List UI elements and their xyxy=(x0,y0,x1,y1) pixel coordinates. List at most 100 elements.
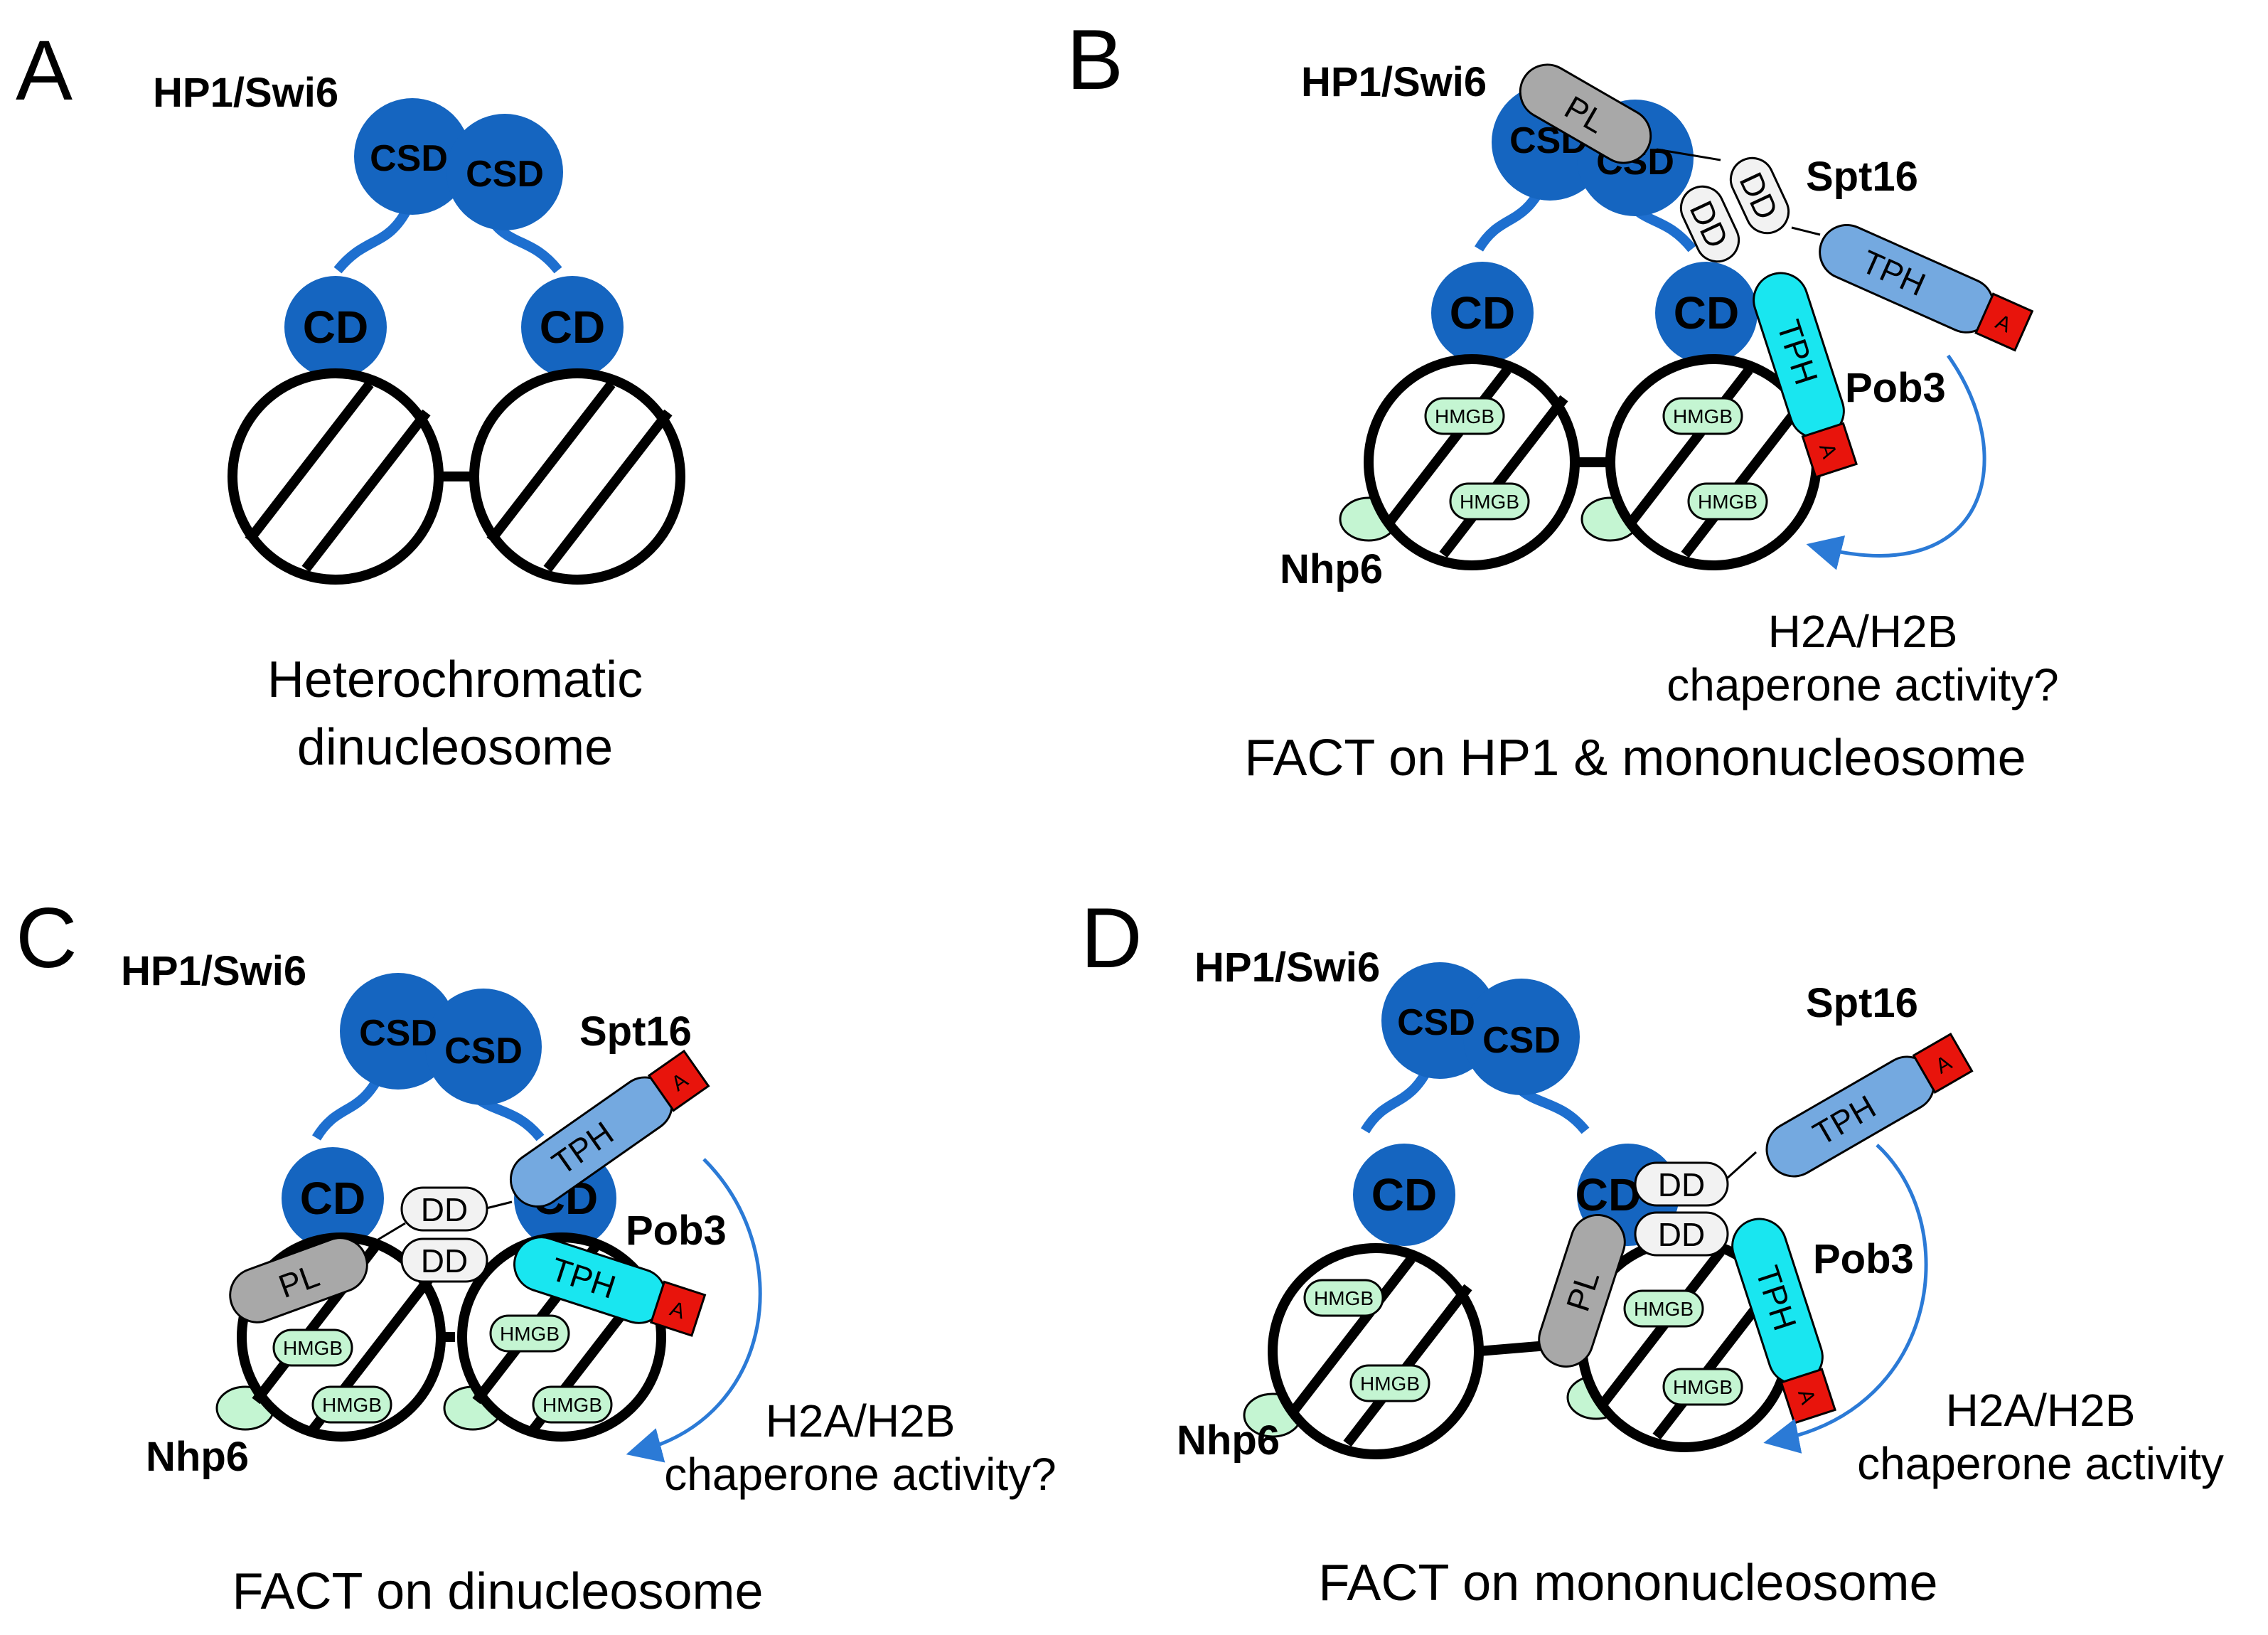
note-d-line2: chaperone activity xyxy=(1857,1438,2224,1489)
dd-label: DD xyxy=(1658,1166,1705,1203)
note-b-line2: chaperone activity? xyxy=(1667,659,2058,710)
csd-label: CSD xyxy=(1482,1020,1561,1061)
csd-label: CSD xyxy=(359,1013,437,1054)
acidic-tail xyxy=(1801,422,1858,479)
panel-letter-d: D xyxy=(1081,890,1143,986)
hmgb-domain xyxy=(1303,1279,1384,1317)
cd-label: CD xyxy=(303,302,368,353)
chaperone-arrow xyxy=(626,1158,762,1463)
nhp6-label-d: Nhp6 xyxy=(1177,1417,1280,1464)
spt16-label-c: Spt16 xyxy=(579,1008,692,1055)
hmgb-domain xyxy=(1623,1289,1704,1328)
caption-a-line1: Heterochromatic xyxy=(267,651,643,708)
acidic-tail xyxy=(649,1280,707,1337)
hinge-link xyxy=(1360,1064,1434,1134)
csd-domain xyxy=(354,98,471,215)
hmgb-label: HMGB xyxy=(1673,405,1733,427)
hmgb-domain xyxy=(1687,482,1768,521)
caption-a-line2: dinucleosome xyxy=(297,719,613,776)
nucleosome xyxy=(469,368,685,585)
hmgb-label: HMGB xyxy=(1634,1298,1694,1320)
chaperone-arrow xyxy=(1763,1144,1928,1454)
spt16-tph-domain: TPH A xyxy=(1765,1032,1974,1178)
hinge-link xyxy=(311,1071,385,1141)
pob3-tph-domain: TPH A xyxy=(1731,1218,1836,1424)
cd-domain xyxy=(1431,262,1534,364)
hmgb-domain xyxy=(489,1314,570,1353)
hmgb-domain xyxy=(1424,397,1505,435)
linker xyxy=(369,1222,406,1246)
cd-label: CD xyxy=(1371,1169,1437,1220)
spt16-label-d: Spt16 xyxy=(1806,980,1918,1026)
hmgb-label: HMGB xyxy=(542,1394,602,1416)
csd-label: CSD xyxy=(1397,1002,1475,1043)
pl-domain: PL xyxy=(1538,1214,1626,1368)
hinge-link xyxy=(333,203,414,274)
hmgb-label: HMGB xyxy=(500,1323,560,1345)
panel-c: C HP1/Swi6 CSD CSD CD CD HMGB HMGB xyxy=(16,890,1057,1620)
hmgb-domain xyxy=(1662,1368,1743,1406)
panel-d: D HP1/Swi6 CSD CSD CD CD HMGB HMGB xyxy=(1081,890,2224,1612)
acidic-tail xyxy=(1974,292,2034,352)
dd-domain xyxy=(400,1186,488,1232)
hmgb-label: HMGB xyxy=(1360,1373,1420,1395)
csd-label: CSD xyxy=(466,154,544,195)
hp1-label-a: HP1/Swi6 xyxy=(153,70,338,116)
pl-domain: PL xyxy=(1519,63,1652,164)
panel-letter-c: C xyxy=(16,890,77,986)
hmgb-label: HMGB xyxy=(1673,1376,1733,1398)
pob3-label-b: Pob3 xyxy=(1845,365,1946,411)
hmgb-label: HMGB xyxy=(283,1337,343,1359)
hmgb-label: HMGB xyxy=(1698,491,1758,513)
hp1-label-d: HP1/Swi6 xyxy=(1194,944,1380,991)
panel-letter-a: A xyxy=(16,23,73,118)
hmgb-domain xyxy=(1449,482,1530,521)
pob3-tph-domain: TPH A xyxy=(513,1236,707,1337)
hmgb-domain xyxy=(272,1328,353,1367)
cd-domain xyxy=(1353,1144,1455,1246)
caption-c: FACT on dinucleosome xyxy=(232,1563,763,1620)
panel-letter-b: B xyxy=(1066,12,1123,107)
note-d-line1: H2A/H2B xyxy=(1946,1385,2136,1436)
pl-domain: PL xyxy=(229,1237,368,1324)
hmgb-domain xyxy=(1662,397,1743,435)
cd-label: CD xyxy=(1674,287,1739,339)
pob3-label-d: Pob3 xyxy=(1813,1236,1914,1282)
nucleosome: HMGB HMGB xyxy=(1243,1243,1484,1459)
note-c-line1: H2A/H2B xyxy=(766,1395,956,1447)
hmgb-domain xyxy=(1349,1364,1430,1402)
nucleosome xyxy=(228,368,444,585)
note-b-line1: H2A/H2B xyxy=(1768,606,1958,657)
cd-label: CD xyxy=(300,1173,365,1224)
dd-domain xyxy=(1634,1211,1729,1257)
spt16-label-b: Spt16 xyxy=(1806,154,1918,200)
nucleosome: HMGB HMGB xyxy=(215,1232,446,1442)
nucleosome: HMGB HMGB xyxy=(1580,354,1822,570)
note-c-line2: chaperone activity? xyxy=(664,1449,1056,1500)
pob3-tph-domain: TPH A xyxy=(1753,272,1858,479)
csd-domain xyxy=(446,114,563,230)
nhp6-label-b: Nhp6 xyxy=(1280,546,1383,592)
caption-b: FACT on HP1 & mononucleosome xyxy=(1244,730,2026,787)
cd-label: CD xyxy=(1576,1169,1641,1220)
dd-label: DD xyxy=(1658,1216,1705,1253)
hmgb-domain xyxy=(311,1385,392,1424)
cd-domain xyxy=(284,276,387,378)
linker xyxy=(1656,148,1721,161)
nhp6-label-c: Nhp6 xyxy=(146,1434,249,1480)
cd-domain xyxy=(282,1147,384,1250)
hmgb-label: HMGB xyxy=(1435,405,1494,427)
cd-label: CD xyxy=(540,302,605,353)
acidic-tail xyxy=(647,1049,710,1112)
hmgb-label: HMGB xyxy=(1460,491,1519,513)
panel-a: A HP1/Swi6 CSD CSD CD CD Heterochromatic… xyxy=(16,23,685,776)
acidic-tail xyxy=(1780,1368,1836,1424)
csd-domain xyxy=(1463,979,1580,1095)
hp1-label-b: HP1/Swi6 xyxy=(1301,59,1487,105)
cd-domain xyxy=(1655,262,1758,364)
acidic-tail xyxy=(1912,1032,1974,1095)
chaperone-arrow xyxy=(1806,354,1986,570)
csd-label: CSD xyxy=(444,1030,523,1072)
panel-b: B HP1/Swi6 CSD CSD CD CD PL DD DD Spt16 xyxy=(1066,12,2059,787)
linker xyxy=(1791,226,1821,236)
